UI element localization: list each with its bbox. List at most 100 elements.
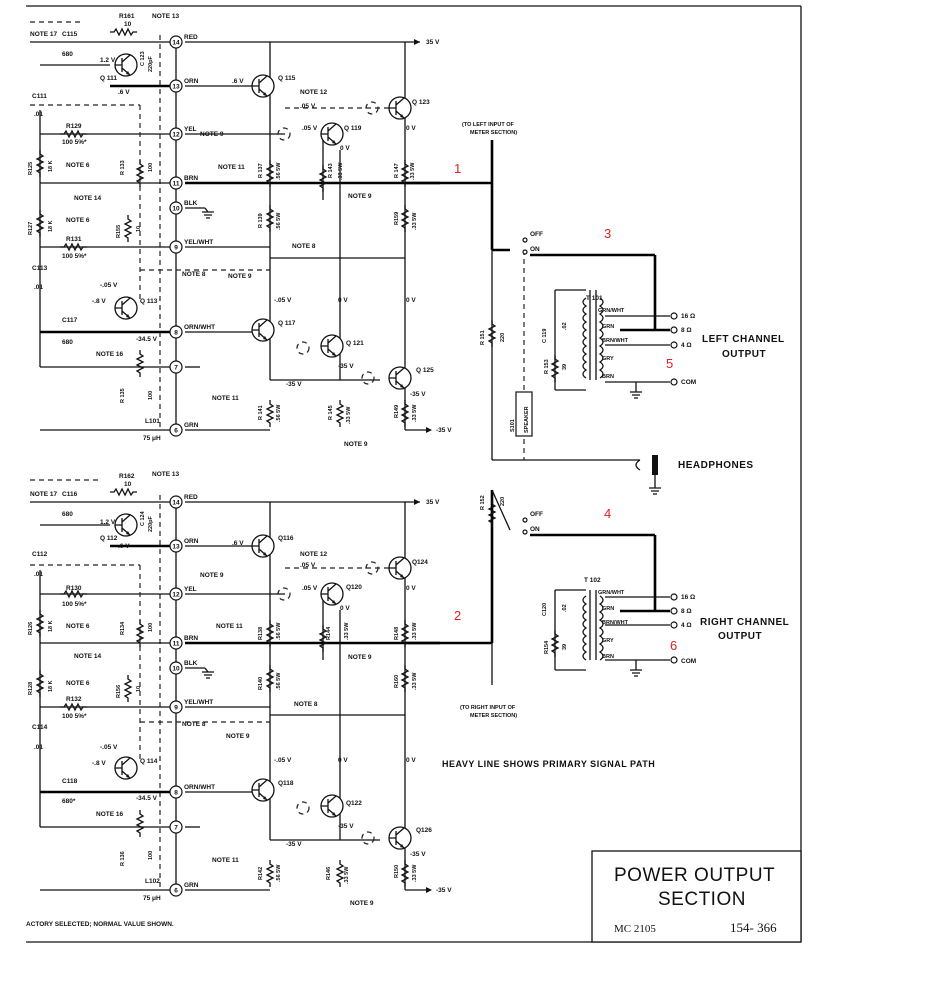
terminal-number-13-left: 13 (172, 84, 180, 91)
terminal-6-right (169, 883, 183, 897)
tap-brn-r: BRN (602, 654, 614, 660)
tap-gry-l: GRY (602, 356, 614, 362)
note-9-lower: NOTE 9 (228, 273, 252, 280)
note-9-bottom: NOTE 9 (344, 441, 368, 448)
right-output-title-1: RIGHT CHANNEL (700, 617, 789, 628)
wire-color-right-0: RED (184, 494, 198, 501)
terminal-9-right (169, 700, 183, 714)
title-line-2: SECTION (658, 889, 746, 910)
c123-ref: C 123 (140, 51, 146, 66)
wire-color-left-6: ORN/WHT (184, 324, 215, 331)
note-6-upper: NOTE 6 (66, 162, 90, 169)
right-output-title-2: OUTPUT (718, 631, 762, 642)
tap-gry-r: GRY (602, 638, 614, 644)
terminal-11-left (169, 176, 183, 190)
r131-value: 100 5%* (62, 253, 87, 260)
q111-emitter-voltage: .6 V (118, 89, 130, 96)
signal-path-note: HEAVY LINE SHOWS PRIMARY SIGNAL PATH (442, 759, 655, 769)
right-channel-circuit (30, 488, 678, 893)
switch-off-bottom: OFF (530, 511, 543, 518)
terminal-number-11-right: 11 (173, 641, 180, 648)
q111-base-voltage: 1.2 V (100, 57, 116, 64)
c119-ref: C 119 (542, 329, 548, 343)
terminal-number-7-left: 7 (174, 365, 178, 372)
terminal-12-left (169, 127, 183, 141)
callout-6: 6 (670, 638, 677, 653)
note-9-mid-r: NOTE 9 (348, 654, 372, 661)
q124-ref: Q124 (412, 559, 428, 566)
switch-off-top: OFF (530, 231, 543, 238)
tap-8-l: 8 Ω (681, 327, 692, 334)
terminal-number-14-left: 14 (172, 40, 180, 47)
tap-16-l: 16 Ω (681, 313, 695, 320)
r125-ref: R125 (28, 162, 34, 175)
q125-emitter-voltage: -35 V (410, 391, 426, 398)
callouts: 1 2 3 4 5 6 (454, 161, 677, 653)
terminal-14-left (169, 35, 183, 49)
tap-grnwht-r: GRN/WHT (598, 590, 625, 596)
note-12-label-r: NOTE 12 (300, 551, 327, 558)
terminal-number-10-left: 10 (172, 206, 180, 213)
r154-ref: R154 (544, 640, 550, 654)
q113-base-voltage: -.8 V (92, 298, 106, 305)
r156-value: 10 (136, 686, 142, 692)
note-9-lower-r: NOTE 9 (226, 733, 250, 740)
model-number: MC 2105 (614, 923, 656, 935)
l102-value: 75 μH (143, 895, 161, 902)
wire-color-left-3: BRN (184, 175, 198, 182)
r146-ref: R146 (326, 867, 332, 880)
c116-value: 680 (62, 511, 73, 518)
q120-base-voltage: .05 V (300, 562, 316, 569)
terminal-number-12-left: 12 (172, 132, 180, 139)
headphones-label: HEADPHONES (678, 460, 754, 471)
r138-ref: R138 (258, 627, 264, 640)
l101-ref: L101 (145, 418, 160, 425)
left-terminals: 14RED13ORN12YEL11BRN10BLK9YEL/WHT8ORN/WH… (169, 34, 215, 437)
r159-ref: R159 (394, 212, 400, 225)
tap-4-r: 4 Ω (681, 622, 692, 629)
r152-ref: R 152 (480, 495, 486, 510)
q120-ref: Q120 (346, 584, 362, 591)
wire-color-right-8: GRN (184, 882, 199, 889)
c124-ref: C 124 (140, 510, 146, 526)
c112-value: .01 (34, 571, 43, 578)
headphone-jack (635, 455, 662, 495)
terminal-number-9-left: 9 (174, 245, 178, 252)
terminal-number-12-right: 12 (172, 592, 180, 599)
note-8-lower-r: NOTE 8 (182, 721, 206, 728)
q111-ref: Q 111 (100, 75, 117, 82)
wire-color-right-4: BLK (184, 660, 198, 667)
r135-value: 100 (148, 391, 154, 400)
right-channel-labels: NOTE 17 NOTE 13 R162 10 C116 680 Q 112 1… (28, 471, 601, 907)
note-17-label-r: NOTE 17 (30, 491, 57, 498)
c113-value: .01 (34, 284, 43, 291)
l101-value: 75 μH (143, 435, 161, 442)
q125-ref: Q 125 (416, 367, 434, 374)
r137-value: .56 5W (276, 162, 282, 180)
output-titles: LEFT CHANNEL OUTPUT HEADPHONES RIGHT CHA… (678, 334, 789, 642)
q118-ref: Q118 (278, 780, 294, 787)
r128-value: 18 K (48, 680, 54, 692)
r143-ref: R 143 (328, 163, 334, 178)
c118-ref: C118 (62, 778, 78, 785)
note-8-upper-r: NOTE 8 (294, 701, 318, 708)
wire-color-right-3: BRN (184, 635, 198, 642)
terminal-14-right (169, 495, 183, 509)
footnote: ACTORY SELECTED; NORMAL VALUE SHOWN. (26, 921, 174, 928)
r153-value: 39 (562, 364, 568, 370)
note-6-upper-r: NOTE 6 (66, 623, 90, 630)
q113-ref: Q 113 (140, 298, 158, 305)
terminal-11-right (169, 636, 183, 650)
switch-on-bottom: ON (530, 526, 540, 533)
r139-ref: R 139 (258, 213, 264, 228)
q124-voltage: 0 V (406, 585, 416, 592)
r131-ref: R131 (66, 236, 82, 243)
r125-value: 18 K (48, 160, 54, 172)
speaker-label: SPEAKER (524, 406, 530, 433)
note-16-label-r: NOTE 16 (96, 811, 123, 818)
note-13-label-r: NOTE 13 (152, 471, 179, 478)
q119-base-voltage: .05 V (300, 103, 316, 110)
r161-ref: R161 (119, 13, 135, 20)
tap-com-r: COM (681, 658, 696, 665)
